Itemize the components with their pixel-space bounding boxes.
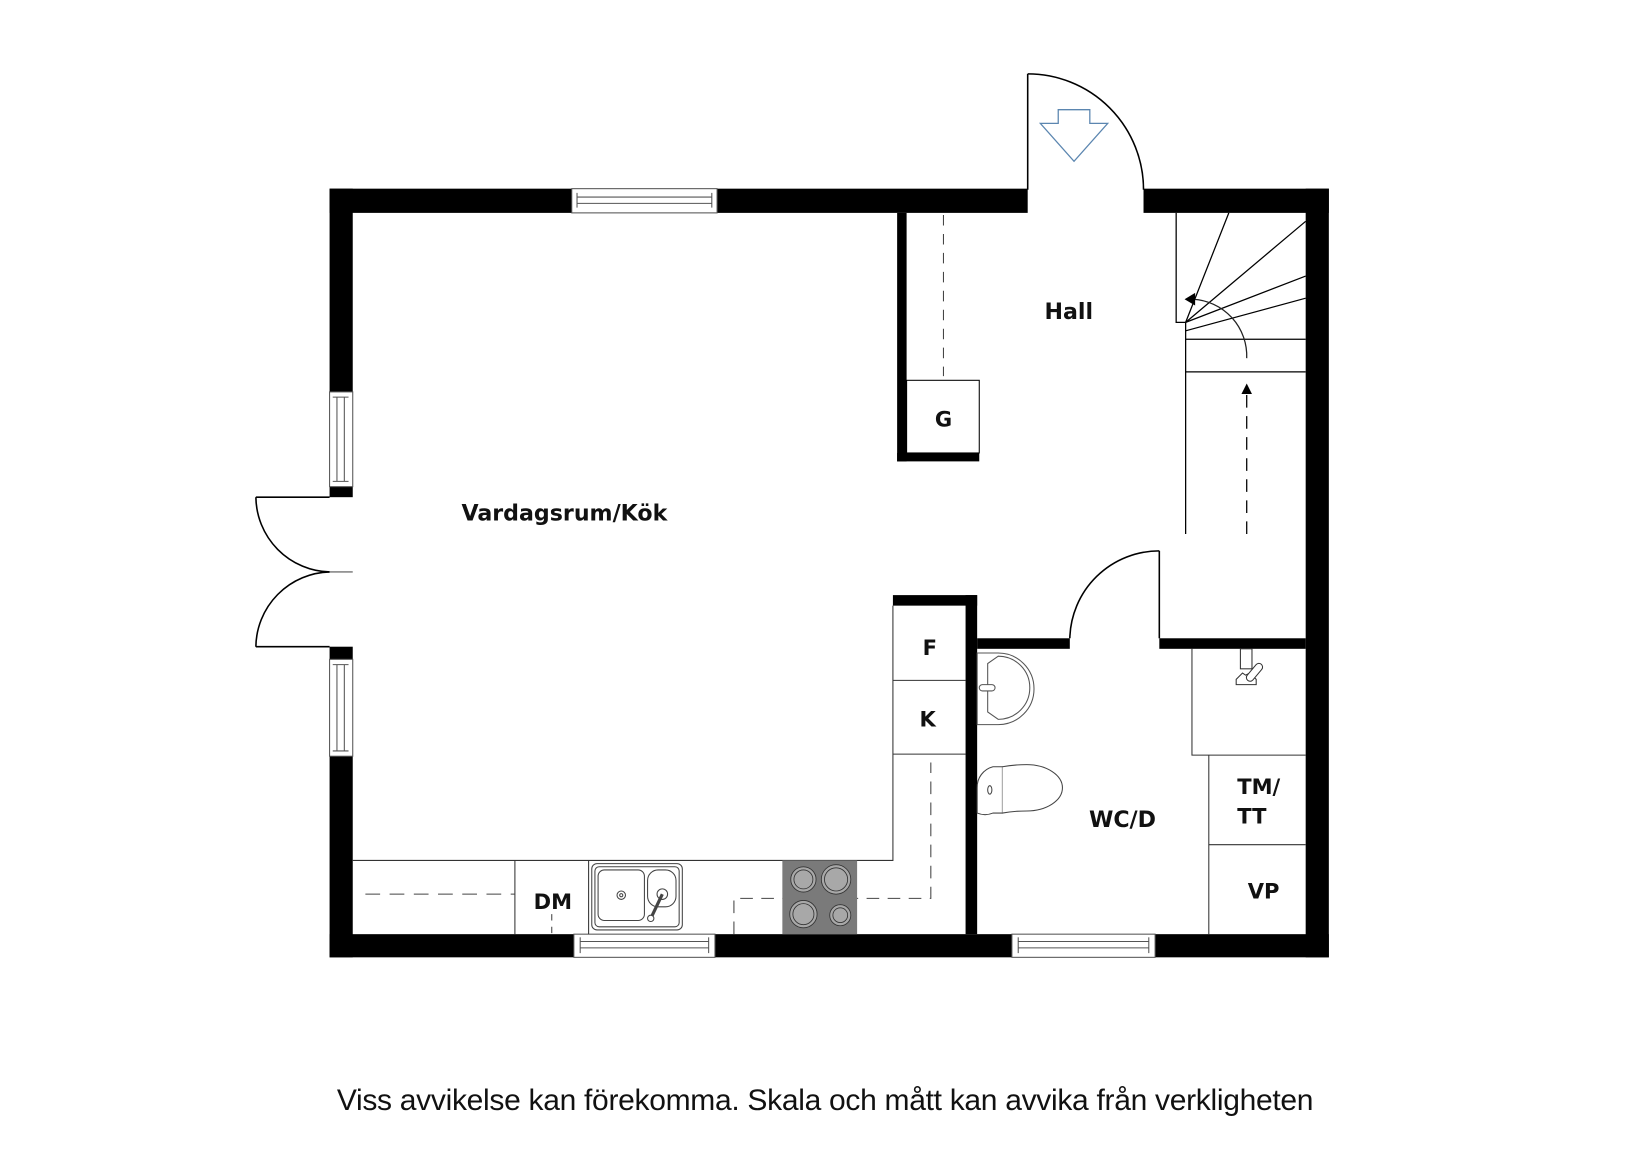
- staircase-icon: [1175, 212, 1307, 543]
- label-dm: DM: [534, 889, 572, 914]
- window-top: [571, 188, 718, 214]
- closet-g: [906, 214, 980, 454]
- window-bottom-kitchen: [573, 933, 716, 958]
- room-label-wc: WC/D: [1089, 807, 1156, 833]
- label-g: G: [935, 407, 952, 432]
- interior-walls: [892, 212, 1306, 935]
- wc-door[interactable]: [1069, 550, 1161, 639]
- washbasin-icon: [976, 652, 1035, 726]
- utility-units: [1208, 755, 1306, 935]
- room-label-vardagsrum: Vardagsrum/Kök: [461, 500, 668, 526]
- label-tm: TM/: [1237, 774, 1280, 799]
- kitchen-sink-icon: [591, 863, 683, 931]
- label-tt: TT: [1237, 804, 1267, 829]
- entrance-arrow-icon: [1038, 109, 1110, 163]
- windows: [329, 188, 1156, 958]
- disclaimer-caption: Viss avvikelse kan förekomma. Skala och …: [336, 1084, 1314, 1117]
- label-k: K: [920, 707, 937, 732]
- shower-icon: [1191, 648, 1306, 756]
- entrance-door[interactable]: [1026, 73, 1145, 190]
- patio-double-door[interactable]: [255, 496, 353, 648]
- window-bottom-wc: [1011, 933, 1156, 958]
- label-vp: VP: [1248, 878, 1280, 903]
- exterior-walls: [329, 188, 1329, 958]
- toilet-icon: [976, 764, 1063, 816]
- cooktop-icon: [782, 860, 858, 935]
- label-f: F: [923, 635, 937, 660]
- room-label-hall: Hall: [1044, 299, 1093, 325]
- window-left-upper: [329, 391, 354, 488]
- window-left-lower: [329, 658, 354, 757]
